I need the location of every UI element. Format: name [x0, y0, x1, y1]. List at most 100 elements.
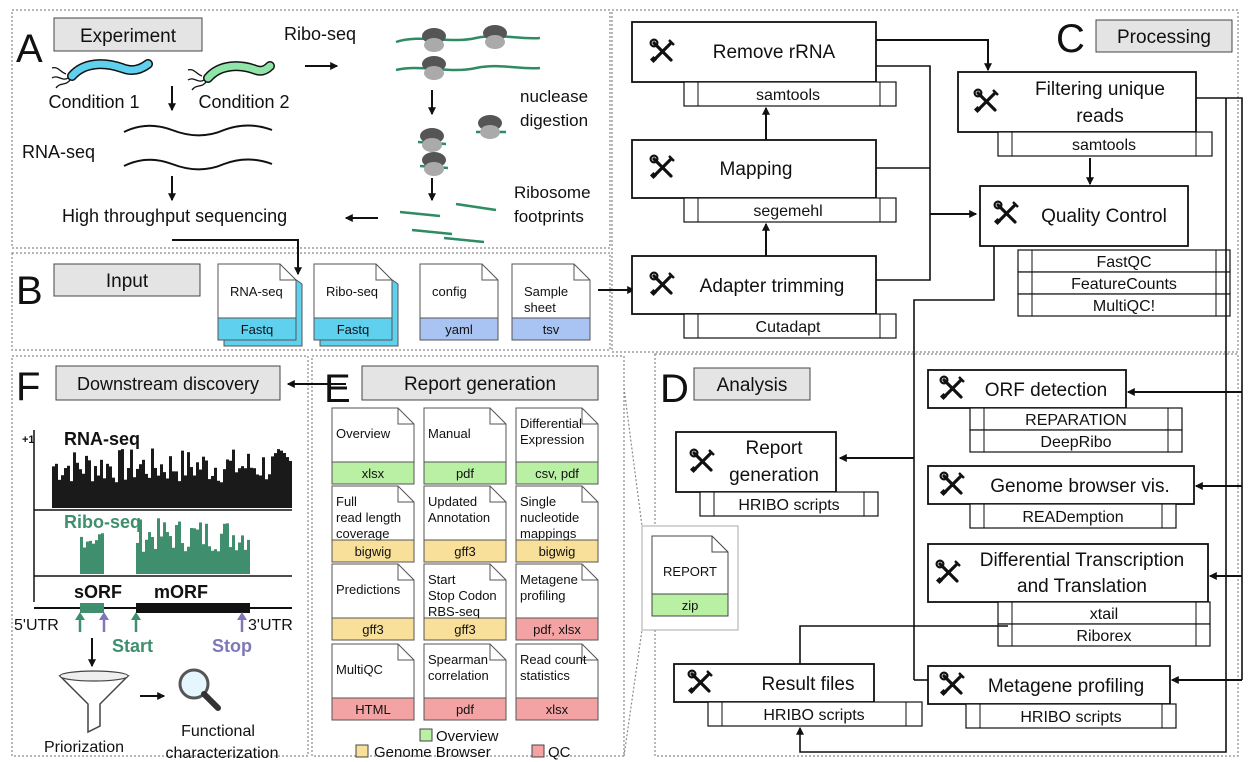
analysis-header: Analysis	[717, 375, 788, 396]
rna-strand-2	[123, 158, 273, 171]
ribo-coverage-bar	[211, 550, 214, 574]
report-doc-label: Annotation	[428, 510, 490, 525]
report-doc-ext: xlsx	[546, 702, 569, 717]
footprints-label: footprints	[514, 207, 584, 226]
report-doc-label: Single	[520, 494, 556, 509]
condition-2-label: Condition 2	[198, 92, 289, 112]
utr3-label: 3'UTR	[248, 617, 293, 634]
morf-label: mORF	[154, 582, 208, 602]
input-file-sample-sheet-label: sheet	[524, 300, 556, 315]
panel-f: F Downstream discovery +1 RNA-seq Ribo-s…	[14, 365, 346, 762]
panel-e: E Report generation OverviewxlsxManualpd…	[324, 365, 739, 761]
processing-header: Processing	[1117, 27, 1211, 48]
panel-d: D Analysis ORF detection REPARATIONDeepR…	[660, 98, 1242, 753]
report-doc-label: Spearman	[428, 652, 488, 667]
ribo-seq-track-label: Ribo-seq	[64, 512, 141, 532]
adapter-tool-tab: Cutadapt	[683, 313, 897, 339]
rna-coverage-bar	[118, 450, 121, 508]
rna-coverage-bar	[196, 462, 199, 508]
rna-coverage-bar	[151, 448, 154, 508]
rna-seq-coverage	[52, 448, 292, 508]
legend-genome-swatch	[355, 744, 369, 758]
ribosome-icon	[395, 25, 541, 80]
differential-box	[927, 543, 1209, 603]
ribo-coverage-bar	[223, 523, 226, 574]
mapping-tool-tab: segemehl	[683, 197, 897, 223]
input-header: Input	[106, 271, 149, 292]
rna-coverage-bar	[106, 463, 109, 508]
report-tool-tab: HRIBO scripts	[699, 491, 879, 517]
differential-tool: Riborex	[1076, 628, 1131, 645]
rna-coverage-bar	[280, 450, 283, 508]
report-doc-ext: gff3	[454, 622, 475, 637]
rna-coverage-bar	[139, 464, 142, 508]
rna-coverage-bar	[160, 464, 163, 508]
report-label-1: Report	[745, 438, 803, 459]
rna-coverage-bar	[262, 457, 265, 508]
rna-coverage-bar	[121, 449, 124, 508]
rna-coverage-bar	[133, 477, 136, 508]
ribo-coverage-bar	[86, 541, 89, 574]
rna-coverage-bar	[82, 473, 85, 508]
report-docs: OverviewxlsxManualpdfDifferentialExpress…	[331, 407, 599, 721]
priorization-label: Priorization	[44, 739, 124, 756]
report-doc-label: Updated	[428, 494, 477, 509]
rna-coverage-bar	[175, 471, 178, 508]
ribo-coverage-bar	[175, 525, 178, 574]
ribo-coverage-bar	[101, 533, 104, 574]
report-doc-label: Differential	[520, 416, 582, 431]
rna-coverage-bar	[250, 467, 253, 508]
filtering-box	[957, 71, 1197, 133]
report-doc-ext: pdf	[456, 702, 474, 717]
report-generation-header-box	[361, 365, 599, 401]
rna-coverage-bar	[181, 450, 184, 508]
functional-label-2: characterization	[166, 745, 279, 762]
plus-one-label: +1	[22, 434, 35, 446]
ribo-coverage-bar	[151, 537, 154, 574]
processing-header-box	[1095, 19, 1233, 53]
rna-coverage-bar	[247, 453, 250, 508]
filtering-tool-tab: samtools	[997, 131, 1213, 157]
remove-rrna-label: Remove rRNA	[713, 42, 836, 63]
input-file-sample-sheet-label: Sample	[524, 284, 568, 299]
ribo-coverage-bar	[83, 547, 86, 574]
ribo-coverage-bar	[148, 532, 151, 574]
mapping-tool: segemehl	[753, 203, 822, 220]
analysis-header-box	[693, 367, 811, 401]
ribo-coverage-bar	[238, 542, 241, 574]
rna-coverage-bar	[67, 465, 70, 508]
rna-coverage-bar	[208, 479, 211, 508]
result-tool-tab: HRIBO scripts	[707, 701, 923, 727]
ribo-coverage-bar	[205, 523, 208, 574]
ribo-seq-label: Ribo-seq	[284, 24, 356, 44]
ribo-coverage-bar	[187, 546, 190, 574]
report-doc-label: nucleotide	[520, 510, 579, 525]
differential-label-1: Differential Transcription	[980, 550, 1185, 571]
report-doc-ext: xlsx	[362, 466, 385, 481]
rna-coverage-bar	[130, 449, 133, 508]
legend-genome: Genome Browser	[374, 744, 491, 761]
report-doc-ext: gff3	[454, 544, 475, 559]
input-file-ribo-seq-ext: Fastq	[337, 322, 370, 337]
orf-label: ORF detection	[985, 380, 1108, 401]
rna-coverage-bar	[55, 463, 58, 508]
ribo-coverage-bar	[154, 548, 157, 574]
ribo-coverage-bar	[145, 539, 148, 574]
functional-label-1: Functional	[181, 723, 255, 740]
arrow-sequencing-to-input	[172, 239, 302, 276]
rna-coverage-bar	[154, 467, 157, 508]
rna-coverage-bar	[253, 468, 256, 508]
rna-coverage-bar	[187, 452, 190, 508]
rna-coverage-bar	[91, 481, 94, 508]
rna-strand-1	[123, 124, 273, 137]
digested-ribosomes	[417, 115, 506, 176]
rna-coverage-bar	[229, 460, 232, 508]
